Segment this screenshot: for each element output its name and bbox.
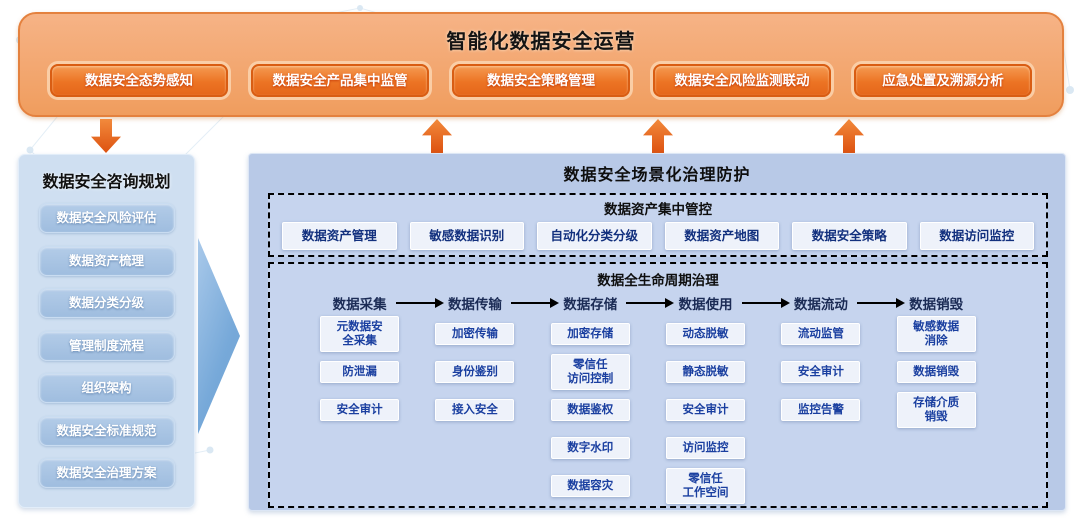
node-security-policy: 数据安全策略 [792,222,907,250]
node-data-destruction: 数据销毁 [896,360,976,383]
consulting-planning-panel: 数据安全咨询规划 数据安全风险评估 数据资产梳理 数据分类分级 管理制度流程 组… [18,154,195,508]
stage-usage: 数据使用 [678,297,733,312]
flow-arrow-icon [742,298,790,308]
stage-collection: 数据采集 [332,297,387,312]
node-governance-plan: 数据安全治理方案 [38,458,175,488]
node-security-policy-management: 数据安全策略管理 [452,64,630,97]
lifecycle-stage-header-row: 数据采集 数据传输 数据存储 数据使用 数据流动 数据销毁 [302,293,994,315]
node-access-security: 接入安全 [435,398,515,421]
node-dynamic-masking: 动态脱敏 [666,322,746,345]
node-encrypted-transmission: 加密传输 [435,322,515,345]
up-arrow-icon [834,119,864,153]
stage-transmission: 数据传输 [447,297,502,312]
node-sensitive-data-elimination: 敏感数据 消除 [896,315,976,353]
node-static-masking: 静态脱敏 [666,360,746,383]
lifecycle-governance-section: 数据全生命周期治理 数据采集 数据传输 数据存储 数据使用 数据流动 数据销毁 [268,262,1048,508]
operations-panel-title: 智能化数据安全运营 [446,31,636,53]
column-data-storage: 加密存储 零信任 访问控制 数据鉴权 数字水印 数据容灾 [533,315,648,505]
node-risk-monitoring-linkage: 数据安全风险监测联动 [653,64,831,97]
node-access-monitoring: 数据访问监控 [919,222,1034,250]
node-digital-watermark: 数字水印 [550,436,630,459]
flow-arrow-icon [396,298,444,308]
asset-section-title: 数据资产集中管控 [604,202,712,217]
column-data-flow: 流动监管 安全审计 监控告警 [763,315,878,505]
consulting-panel-title: 数据安全咨询规划 [42,174,171,191]
column-data-collection: 元数据安 全采集 防泄漏 安全审计 [302,315,417,505]
up-arrow-icon [422,119,452,153]
node-zero-trust-workspace: 零信任 工作空间 [666,467,746,505]
node-access-monitor-usage: 访问监控 [666,436,746,459]
node-sensitive-data-identify: 敏感数据识别 [409,222,524,250]
scenario-governance-panel: 数据安全场景化治理防护 数据资产集中管控 数据资产管理 敏感数据识别 自动化分类… [248,153,1066,511]
node-asset-management: 数据资产管理 [282,222,397,250]
stage-storage: 数据存储 [563,297,618,312]
lifecycle-columns: 元数据安 全采集 防泄漏 安全审计 加密传输 身份鉴别 接入安全 加密存储 零信… [302,315,994,505]
node-leak-prevention: 防泄漏 [320,360,400,383]
node-organization-structure: 组织架构 [38,373,175,403]
node-auto-classification: 自动化分类分级 [537,222,652,250]
lifecycle-grid: 数据采集 数据传输 数据存储 数据使用 数据流动 数据销毁 元数据安 全采集 防… [302,293,994,505]
up-arrow-icon [643,119,673,153]
column-data-transmission: 加密传输 身份鉴别 接入安全 [417,315,532,505]
lifecycle-section-title: 数据全生命周期治理 [597,273,719,288]
node-security-audit-collection: 安全审计 [320,398,400,421]
node-metadata-secure-collection: 元数据安 全采集 [320,315,400,353]
node-asset-map: 数据资产地图 [664,222,779,250]
down-arrow-icon [91,119,121,153]
node-risk-assessment: 数据安全风险评估 [38,203,175,233]
node-security-situation-awareness: 数据安全态势感知 [50,64,228,97]
column-data-usage: 动态脱敏 静态脱敏 安全审计 访问监控 零信任 工作空间 [648,315,763,505]
asset-item-row: 数据资产管理 敏感数据识别 自动化分类分级 数据资产地图 数据安全策略 数据访问… [270,222,1046,250]
asset-central-control-section: 数据资产集中管控 数据资产管理 敏感数据识别 自动化分类分级 数据资产地图 数据… [268,193,1048,257]
node-emergency-response-trace: 应急处置及溯源分析 [854,64,1032,97]
node-standards-specs: 数据安全标准规范 [38,415,175,446]
node-flow-supervision: 流动监管 [781,322,861,345]
right-chevron-arrow [198,238,240,434]
column-data-destruction: 敏感数据 消除 数据销毁 存储介质 销毁 [878,315,993,505]
consulting-item-list: 数据安全风险评估 数据资产梳理 数据分类分级 管理制度流程 组织架构 数据安全标… [19,203,194,488]
node-identity-authentication: 身份鉴别 [435,360,515,383]
node-storage-media-destruction: 存储介质 销毁 [896,391,976,429]
stage-flow: 数据流动 [793,297,848,312]
node-data-disaster-recovery: 数据容灾 [550,474,630,497]
node-encrypted-storage: 加密存储 [550,322,630,345]
node-monitoring-alert: 监控告警 [781,398,861,421]
governance-panel-title: 数据安全场景化治理防护 [563,167,751,184]
node-zero-trust-access-control: 零信任 访问控制 [550,353,630,391]
operations-button-row: 数据安全态势感知 数据安全产品集中监管 数据安全策略管理 数据安全风险监测联动 … [20,64,1062,97]
stage-destruction: 数据销毁 [909,297,964,312]
flow-arrow-icon [511,298,559,308]
flow-arrow-icon [626,298,674,308]
node-data-authorization: 数据鉴权 [550,398,630,421]
intelligent-operations-panel: 智能化数据安全运营 数据安全态势感知 数据安全产品集中监管 数据安全策略管理 数… [18,12,1064,117]
node-asset-sorting: 数据资产梳理 [38,245,175,276]
flow-arrow-icon [857,298,905,308]
node-product-central-supervision: 数据安全产品集中监管 [251,64,429,97]
node-security-audit-usage: 安全审计 [666,398,746,421]
node-management-process: 管理制度流程 [38,330,175,361]
node-security-audit-flow: 安全审计 [781,360,861,383]
node-classification-grading: 数据分类分级 [38,288,175,318]
